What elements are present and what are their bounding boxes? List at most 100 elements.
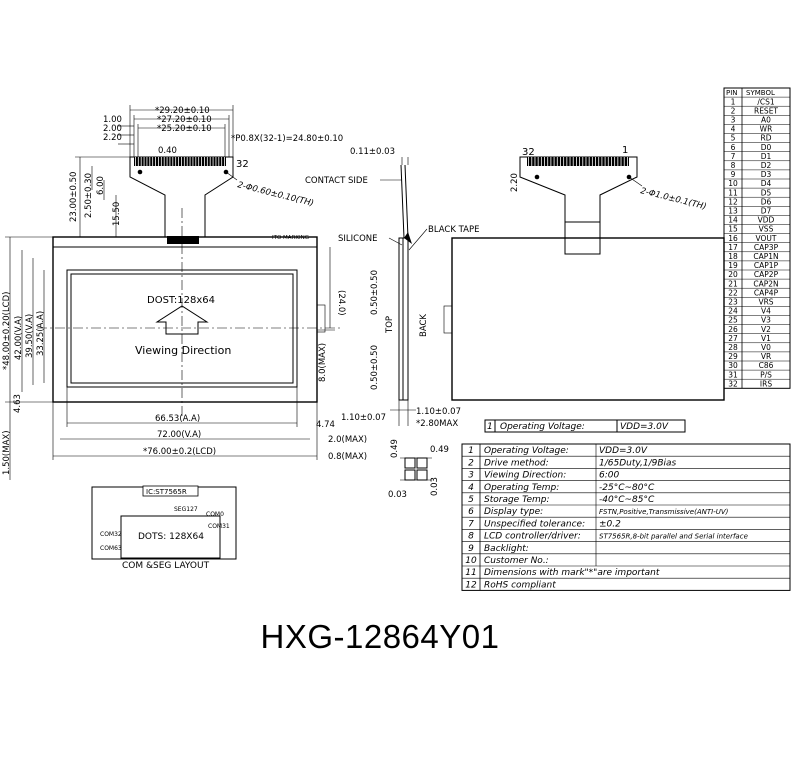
pin-number: 9 xyxy=(731,170,736,179)
pin-number: 12 xyxy=(728,197,738,206)
spec-num: 11 xyxy=(465,568,476,578)
pin-number: 11 xyxy=(728,188,738,197)
ic-label: IC:ST7565R xyxy=(146,488,187,496)
pin-symbol: V3 xyxy=(761,316,771,325)
com-seg-layout: IC:ST7565R SEG127 COM0 COM31 COM32 COM63… xyxy=(91,485,237,571)
com31-label: COM31 xyxy=(208,523,230,530)
pin-number: 4 xyxy=(731,125,736,134)
dots-label: DOST:128x64 xyxy=(147,295,215,306)
pin-number: 29 xyxy=(728,352,738,361)
ito-marking-label: ITO MARKING xyxy=(272,235,309,241)
fpc-contact-teeth xyxy=(135,157,225,166)
viewing-arrow xyxy=(155,305,209,335)
pin-number: 6 xyxy=(731,143,736,152)
spec-num: 4 xyxy=(468,483,474,493)
spec-num: 5 xyxy=(468,495,474,505)
spec-num: 10 xyxy=(465,556,477,566)
fpc-hole-note: 2-Φ0.60±0.10(TH) xyxy=(236,180,314,209)
op-row-label: Operating Voltage: xyxy=(500,422,585,432)
dot-dim-1: 0.49 xyxy=(390,439,400,458)
right-dim-0-8max: 0.8(MAX) xyxy=(328,452,367,462)
pin-number: 21 xyxy=(728,279,738,288)
spec-num: 8 xyxy=(468,532,474,542)
pin-symbol: IRS xyxy=(760,379,772,388)
lcd-glass-outline xyxy=(52,236,318,403)
pin-symbol: CAP1N xyxy=(753,252,778,261)
pin-number: 22 xyxy=(728,288,738,297)
right-dim-8max: 8.0(MAX) xyxy=(318,343,328,382)
left-dim-15-5: 15.50 xyxy=(112,202,122,226)
pin-number: 24 xyxy=(728,307,738,316)
seg-label: SEG127 xyxy=(174,506,198,513)
pin-symbol: /CS1 xyxy=(757,97,775,106)
pin-number: 8 xyxy=(731,161,736,170)
pin-number: 19 xyxy=(728,261,738,270)
fpc-contacts xyxy=(134,157,226,166)
pin-symbol: RD xyxy=(761,134,772,143)
spec-num: 2 xyxy=(468,458,474,468)
dot-dim-3: 0.03 xyxy=(388,490,407,500)
back-pin-1: 1 xyxy=(622,145,628,156)
side-bottom-dim-3: *2.80MAX xyxy=(416,419,458,429)
spec-value: VDD=3.0V xyxy=(599,446,648,456)
dot-dim-4: 0.03 xyxy=(430,477,440,496)
spec-label: Unspecified tolerance: xyxy=(484,519,585,529)
back-hole-note: 2-Φ1.0±0.1(TH) xyxy=(639,186,707,212)
pin-symbol: CAP2P xyxy=(754,270,779,279)
backlight-tab xyxy=(316,304,326,333)
spec-label: Customer No.: xyxy=(484,556,549,566)
pin-symbol: VR xyxy=(761,352,771,361)
pin-symbol: V1 xyxy=(761,334,771,343)
fpc-bond xyxy=(167,236,199,244)
right-dim-4-74: 4.74 xyxy=(316,420,335,430)
pin-symbol: D5 xyxy=(761,188,772,197)
pin-number: 13 xyxy=(728,207,738,216)
pin-header: PIN xyxy=(726,89,738,97)
pin-symbol: WR xyxy=(760,125,773,134)
spec-label: LCD controller/driver: xyxy=(484,532,581,542)
side-view: 0.11±0.03 CONTACT SIDE SILICONE BLACK TA… xyxy=(305,147,479,429)
dots-128x64: DOTS: 128X64 xyxy=(138,532,204,542)
pin-symbol: CAP1P xyxy=(754,261,779,270)
back-label: BACK xyxy=(419,314,429,337)
side-fpc xyxy=(400,164,405,239)
pin-symbol: P/S xyxy=(760,370,772,379)
spec-value: FSTN,Positive,Transmissive(ANTI-UV) xyxy=(599,508,729,516)
left-dim-1-5max: 1.50(MAX) xyxy=(2,430,12,475)
pin-number: 18 xyxy=(728,252,738,261)
back-fpc xyxy=(519,156,638,239)
back-glass xyxy=(451,237,725,401)
spec-label: Operating Temp: xyxy=(484,483,559,493)
spec-label: Backlight: xyxy=(484,544,529,554)
vdim-va-42: 42.00(V.A) xyxy=(14,316,24,360)
spec-label: Storage Temp: xyxy=(484,495,550,505)
left-dim-6: 6.00 xyxy=(96,176,106,195)
pin-number: 26 xyxy=(728,325,738,334)
com0-label: COM0 xyxy=(206,511,224,518)
pin-symbol: VSS xyxy=(759,225,774,234)
spec-num: 6 xyxy=(468,507,474,517)
viewing-direction-label: Viewing Direction xyxy=(135,344,231,357)
pin-symbol: C86 xyxy=(759,361,774,370)
spec-num: 3 xyxy=(468,471,474,481)
pin-number: 28 xyxy=(728,343,738,352)
spec-label: Operating Voltage: xyxy=(484,446,569,456)
left-dim-23: 23.00±0.50 xyxy=(69,172,79,222)
side-bottom-dim-2: 1.10±0.07 xyxy=(416,407,461,417)
pin-symbol: CAP2N xyxy=(753,279,778,288)
pin-number: 7 xyxy=(731,152,736,161)
pitch-note: *P0.8X(32-1)=24.80±0.10 xyxy=(231,134,343,144)
pin-number: 1 xyxy=(731,97,736,106)
pin-symbol: V2 xyxy=(761,325,771,334)
silicone-label: SILICONE xyxy=(338,234,378,244)
spec-value: ST7565R,8-bit parallel and Serial interf… xyxy=(599,533,748,541)
pin-number: 32 xyxy=(728,379,738,388)
spec-value: ±0.2 xyxy=(599,519,621,529)
pin-number: 23 xyxy=(728,298,738,307)
com32-label: COM32 xyxy=(100,531,122,538)
symbol-header: SYMBOL xyxy=(746,89,775,97)
left-dim-2-5: 2.50±0.30 xyxy=(84,173,94,218)
fpc-left-dim-2: 2.00 xyxy=(103,124,122,134)
